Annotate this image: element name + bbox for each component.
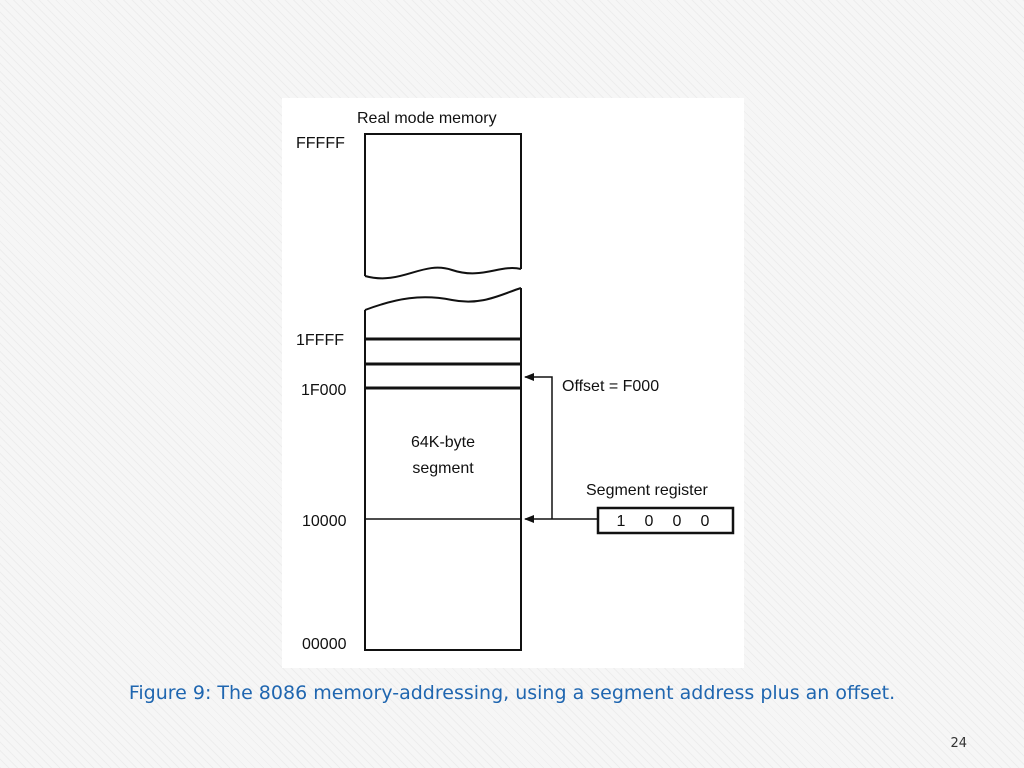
memory-upper-block (364, 133, 522, 276)
segment-label-line2: segment (412, 460, 474, 477)
diagram-title: Real mode memory (357, 110, 497, 127)
address-label-bottom: 00000 (302, 636, 347, 653)
memory-break-bottom (364, 287, 522, 311)
segment-register-box (596, 506, 735, 535)
memory-diagram-figure: Real mode memory FFFFF 1FFFF 1F000 10000… (282, 98, 744, 668)
address-label-offset: 1F000 (301, 382, 346, 399)
figure-caption: Figure 9: The 8086 memory-addressing, us… (128, 682, 896, 704)
offset-arrow (524, 373, 553, 519)
segment-label-line1: 64K-byte (411, 434, 475, 451)
memory-diagram: Real mode memory FFFFF 1FFFF 1F000 10000… (296, 110, 735, 653)
segment-register-digit: 1 (617, 513, 626, 530)
memory-break-top (364, 266, 522, 280)
segment-register-label: Segment register (586, 482, 709, 499)
address-label-top: FFFFF (296, 135, 345, 152)
segment-register-digit: 0 (673, 513, 682, 530)
page-number: 24 (950, 736, 967, 751)
address-label-segment-end: 1FFFF (296, 332, 344, 349)
offset-label: Offset = F000 (562, 378, 659, 395)
memory-lower-block (364, 288, 522, 651)
address-label-segment-start: 10000 (302, 513, 347, 530)
segment-register-digit: 0 (701, 513, 710, 530)
segment-register-digit: 0 (645, 513, 654, 530)
